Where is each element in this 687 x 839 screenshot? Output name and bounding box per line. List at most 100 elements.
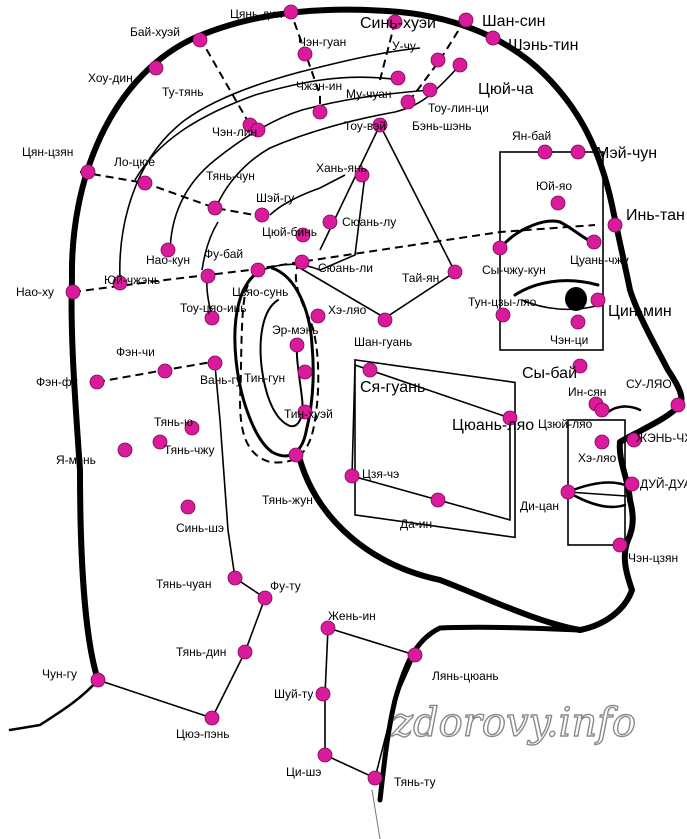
label-czyao-sun: Цзяо-сунь (232, 285, 288, 299)
label-syuan-li: Сюань-ли (318, 261, 373, 275)
label-van-gu: Вань-гу (200, 373, 242, 387)
label-shan-guan: Шан-гуань (354, 335, 412, 349)
solid-line (214, 64, 461, 211)
skull-outline (68, 6, 685, 683)
label-chen-czyan: Чэн-цзян (628, 551, 678, 565)
acupoint-chen-guan (297, 46, 313, 62)
neck-thread (371, 789, 381, 839)
acupoint-han-yan (354, 167, 370, 183)
label-han-yan: Хань-янь (316, 161, 367, 175)
acupoint-czyuy-pen (204, 710, 220, 726)
dashed-line (96, 361, 213, 383)
label-he-lyao-2: Хэ-ляо (578, 451, 617, 465)
label-lo-czyue: Ло-цюе (114, 155, 155, 169)
acupoint-chen-czyan (612, 537, 628, 553)
label-chun-gu: Чун-гу (42, 667, 77, 681)
acupoint-tin-gun (297, 364, 313, 380)
label-da-in: Да-ин (400, 517, 432, 531)
label-sya-guan: Ся-гуань (360, 379, 425, 396)
label-tou-vey: Тоу-вэй (344, 119, 386, 133)
acupoint-czyao-sun (250, 262, 266, 278)
label-czyuy-cha: Цюй-ча (478, 81, 533, 98)
label-chen-lin: Чэн-лин (212, 125, 257, 139)
label-tun-czy-lyao: Тун-цзы-ляо (468, 295, 537, 309)
acupoint-fu-bay (200, 268, 216, 284)
label-he-lyao: Хэ-ляо (328, 303, 367, 317)
label-in-syan: Ин-сян (568, 385, 606, 399)
label-su-lyao: СУ-ЛЯО (626, 377, 672, 391)
acupoint-chen-ci (570, 314, 586, 330)
acupoint-czuan-chzhu (586, 234, 602, 250)
eye-lower (521, 299, 597, 311)
label-sin-she: Синь-шэ (176, 521, 224, 535)
label-yuy-chzhen: Юй-чжэнь (104, 273, 160, 287)
solid-line (97, 679, 213, 719)
label-tin-huey: Тин-хуэй (284, 407, 333, 421)
label-shey-gu: Шэй-гу (256, 191, 294, 205)
acupoint-van-gu (207, 355, 223, 371)
label-sin-huey: Синь-хуэй (360, 15, 436, 32)
label-yan-bay: Ян-бай (512, 129, 551, 143)
acupoint-tyan-din (237, 644, 253, 660)
label-shan-sin: Шан-син (482, 13, 546, 30)
solid-line (324, 627, 416, 780)
acupoint-chzhen-in (312, 104, 328, 120)
acupoint-sy-chzhu-kun (492, 240, 508, 256)
label-ci-she: Ци-шэ (286, 765, 321, 779)
label-di-can: Ди-цан (520, 499, 559, 513)
solid-line (269, 174, 346, 216)
acupoint-su-lyao (670, 397, 686, 413)
label-tou-vey-text: Тоу-вэй (344, 119, 386, 133)
acupoint-bay-huey (192, 32, 208, 48)
acupoint-shan-guan (377, 312, 393, 328)
label-tay-yan: Тай-ян (402, 271, 439, 285)
jaw-line (297, 457, 583, 633)
acupoint-hou-din (148, 60, 164, 76)
eyebrow-left (503, 219, 562, 245)
label-czyan-czyan: Цян-цзян (22, 145, 73, 159)
rect-jaw (354, 358, 516, 539)
solid-line (327, 627, 416, 656)
acupoint-tyan-zhun (288, 447, 304, 463)
dashed-line (409, 19, 466, 101)
ear-inner (259, 299, 304, 428)
acupoint-sy-bay (572, 358, 588, 374)
eye-upper (513, 279, 600, 297)
eyebrow-right (558, 220, 594, 244)
label-czyuy-pen: Цюэ-пэнь (176, 727, 230, 741)
acupoint-zhen-chzhun (626, 432, 642, 448)
acupoint-tyan-chuan (227, 570, 243, 586)
label-zhen-in: Жень-ин (328, 609, 376, 623)
acupoint-shan-sin (458, 12, 474, 28)
label-syuan-lu: Сюань-лу (342, 215, 396, 229)
acupoint-di-can (560, 484, 576, 500)
label-tyan-zhun: Тянь-жун (262, 493, 313, 507)
label-tou-lin-ci: Тоу-лин-ци (428, 101, 489, 115)
acupoint-tun-czy-lyao (495, 307, 511, 323)
label-chen-guan: Чэн-гуан (298, 35, 346, 49)
acupoint-czyuy-cha (452, 57, 468, 73)
label-hou-din: Хоу-дин (88, 71, 133, 85)
acupoint-fu-tu (257, 590, 273, 606)
acupoint-ya-men (117, 442, 133, 458)
label-fen-fu: Фэн-фу (36, 375, 78, 389)
acupoint-da-in (430, 492, 446, 508)
acupoint-chun-gu (90, 672, 106, 688)
solid-line (211, 364, 266, 719)
label-u-chu: У-чу (392, 39, 416, 53)
acupoint-mey-chun (570, 144, 586, 160)
acupoint-tyan-tu (367, 770, 383, 786)
label-czuan-chzhu: Цуань-чжу (570, 253, 629, 267)
label-tyan-tu: Тянь-ту (394, 775, 436, 789)
acupoint-shuy-tu (315, 686, 331, 702)
label-fen-chi: Фэн-чи (116, 345, 155, 359)
label-czya-che: Цзя-чэ (362, 467, 399, 481)
label-bay-huey: Бай-хуэй (130, 25, 180, 39)
dashed-line (379, 21, 396, 81)
point-labels: Цянь-дин Бай-хуэй Чэн-гуан Синь-хуэй Шан… (16, 7, 687, 789)
solid-line (119, 47, 421, 281)
jaw-quad (351, 363, 511, 522)
label-zhen-chzhun: ЖЭНЬ-ЧЖУН (636, 431, 687, 445)
acupoint-ben-shen (372, 117, 388, 133)
